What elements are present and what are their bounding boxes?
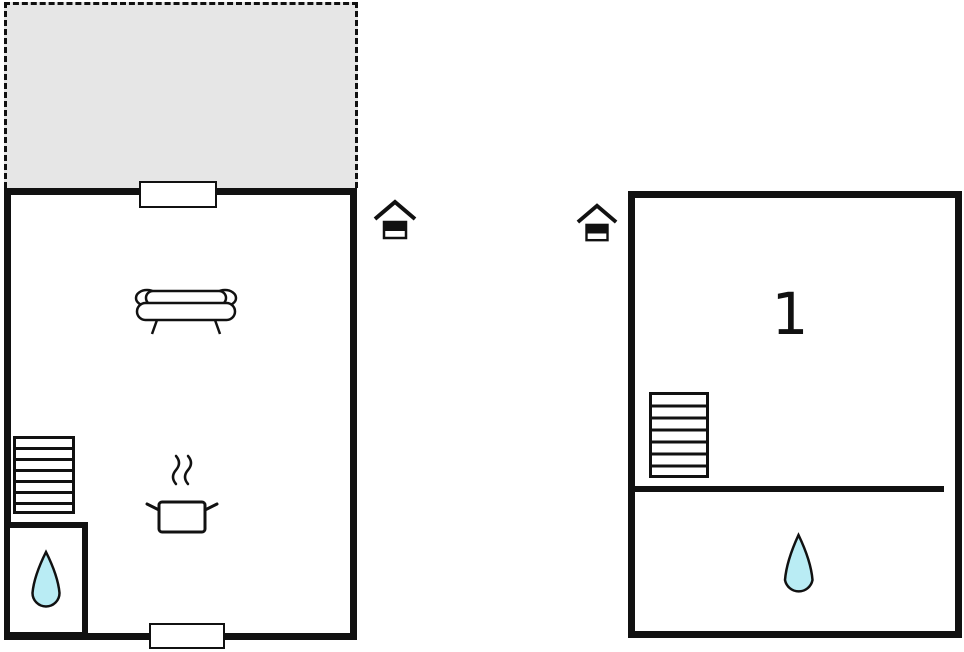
water-drop-icon — [779, 532, 818, 601]
entrance-icon — [575, 201, 619, 244]
stairs-icon — [649, 392, 709, 478]
stove-pot-icon — [143, 452, 221, 540]
sofa-icon — [133, 276, 239, 340]
interior-wall — [632, 486, 944, 492]
water-drop-icon — [27, 549, 65, 613]
door-opening-bottom — [149, 623, 225, 649]
room-number: 1 — [771, 280, 809, 348]
door-opening-top — [139, 181, 217, 208]
entrance-icon — [372, 197, 418, 242]
stairs-icon — [13, 436, 75, 514]
terrace-area — [4, 2, 358, 188]
